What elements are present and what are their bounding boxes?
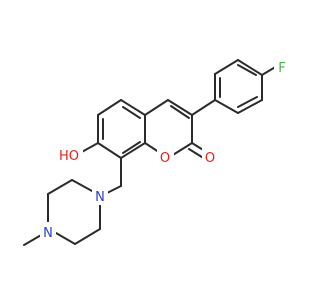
piperazine-n4-label: N (43, 226, 53, 241)
fluorophenyl-ring (191, 59, 278, 116)
ring-oxygen-label: O (160, 151, 170, 166)
piperazine-ring (47, 179, 101, 245)
piperazine-n1-label: N (95, 190, 105, 205)
fluorine-label: F (278, 61, 285, 76)
hydroxyl-label: HO (59, 149, 79, 164)
carbonyl-oxygen-label: O (205, 151, 215, 166)
molecule-structure: O O HO F N N (23, 57, 290, 246)
n-methyl-bond (23, 233, 44, 246)
atom-labels: O O HO F N N (40, 57, 290, 241)
benzo-ring (97, 99, 146, 159)
